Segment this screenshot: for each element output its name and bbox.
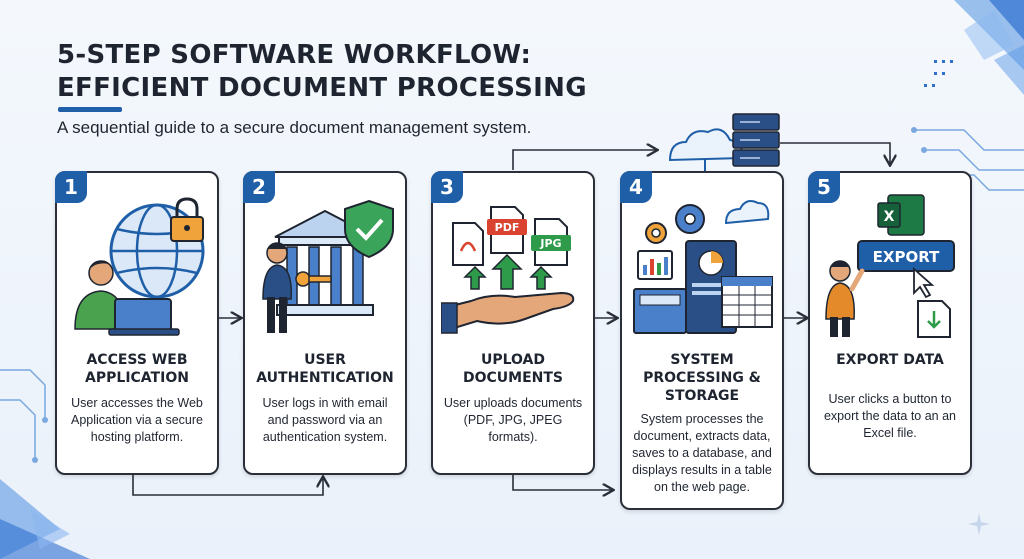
- page-title: 5-STEP SOFTWARE WORKFLOW: EFFICIENT DOCU…: [57, 39, 587, 105]
- step-title: USER AUTHENTICATION: [256, 352, 394, 386]
- circuit-decoration-left: [0, 369, 48, 463]
- cloud-icon: [668, 128, 744, 172]
- step-number-badge: 2: [243, 171, 275, 203]
- step-1-illustration: [74, 197, 205, 336]
- step-number-badge: 3: [431, 171, 463, 203]
- jpg-file-icon: JPG: [531, 218, 571, 266]
- step-card-2: 2 USER AUTHENTICATION User logs in wit: [243, 171, 407, 475]
- step-number-badge: 5: [808, 171, 840, 203]
- title-line-2: EFFICIENT DOCUMENT PROCESSING: [57, 73, 587, 103]
- server-icon: [732, 113, 780, 167]
- step-title: UPLOAD DOCUMENTS: [462, 352, 563, 386]
- lock-icon: [170, 197, 204, 242]
- upload-arrow-icon: [463, 253, 553, 290]
- file-icon: [452, 222, 484, 266]
- step-description: System processes the document, extracts …: [632, 412, 772, 494]
- pdf-label: PDF: [495, 221, 520, 234]
- corner-decoration-top-right: [924, 0, 1024, 95]
- step-description: User accesses the Web Application via a …: [70, 396, 204, 444]
- step-2-illustration: [262, 199, 394, 333]
- page-subtitle: A sequential guide to a secure document …: [57, 118, 532, 137]
- hand-icon: [441, 291, 575, 334]
- export-button-label: EXPORT: [873, 248, 940, 266]
- arrow-step3-over-to-cloud: [512, 150, 656, 170]
- step-5-illustration: X EXPORT: [825, 194, 955, 338]
- step-title: SYSTEM PROCESSING & STORAGE: [643, 352, 761, 404]
- corner-decoration-bottom-left: [0, 479, 90, 559]
- step-title: EXPORT DATA: [836, 352, 944, 368]
- step-description: User logs in with email and password via…: [262, 396, 388, 444]
- person-at-laptop: [74, 260, 126, 330]
- key-icon: [295, 271, 332, 287]
- step-card-5: 5 X EXPORT EXPORT DATA User clicks a but…: [808, 171, 972, 475]
- step-4-illustration: [633, 200, 773, 334]
- person-standing: [825, 260, 865, 337]
- sparkle-icon: [968, 513, 990, 535]
- step-number-badge: 1: [55, 171, 87, 203]
- step-title: ACCESS WEB APPLICATION: [85, 352, 189, 386]
- step-card-4: 4: [620, 171, 784, 510]
- download-file-icon: [917, 300, 951, 338]
- step-3-illustration: PDF JPG: [441, 206, 575, 334]
- table-icon: [721, 276, 773, 328]
- person-with-key: [262, 242, 292, 333]
- jpg-label: JPG: [539, 237, 561, 250]
- step-number-badge: 4: [620, 171, 652, 203]
- step-card-3: 3 PDF JPG UPLOAD DOCUMENTS User uploads …: [431, 171, 595, 475]
- excel-icon: X: [877, 194, 925, 236]
- arrow-server-to-step5: [780, 142, 890, 164]
- step-card-1: 1 ACCESS WEB APPLICATION User accesses t…: [55, 171, 219, 475]
- step-description: User clicks a button to export the data …: [823, 392, 957, 440]
- step-description: User uploads documents (PDF, JPG, JPEG f…: [443, 396, 583, 444]
- arrow-step3-under-to-step4: [512, 473, 612, 490]
- title-line-1: 5-STEP SOFTWARE WORKFLOW:: [57, 40, 532, 70]
- chart-icon: [637, 250, 673, 280]
- pdf-file-icon: PDF: [487, 206, 527, 254]
- gear-icon: [645, 204, 705, 244]
- title-underline: [58, 107, 122, 112]
- cursor-icon: [913, 266, 935, 299]
- laptop-icon: [108, 298, 180, 336]
- export-button-icon: EXPORT: [857, 240, 955, 272]
- arrow-step1-under-to-step2: [132, 473, 323, 496]
- excel-letter: X: [884, 209, 895, 225]
- shield-check-icon: [344, 199, 394, 259]
- cloud-icon: [724, 200, 770, 225]
